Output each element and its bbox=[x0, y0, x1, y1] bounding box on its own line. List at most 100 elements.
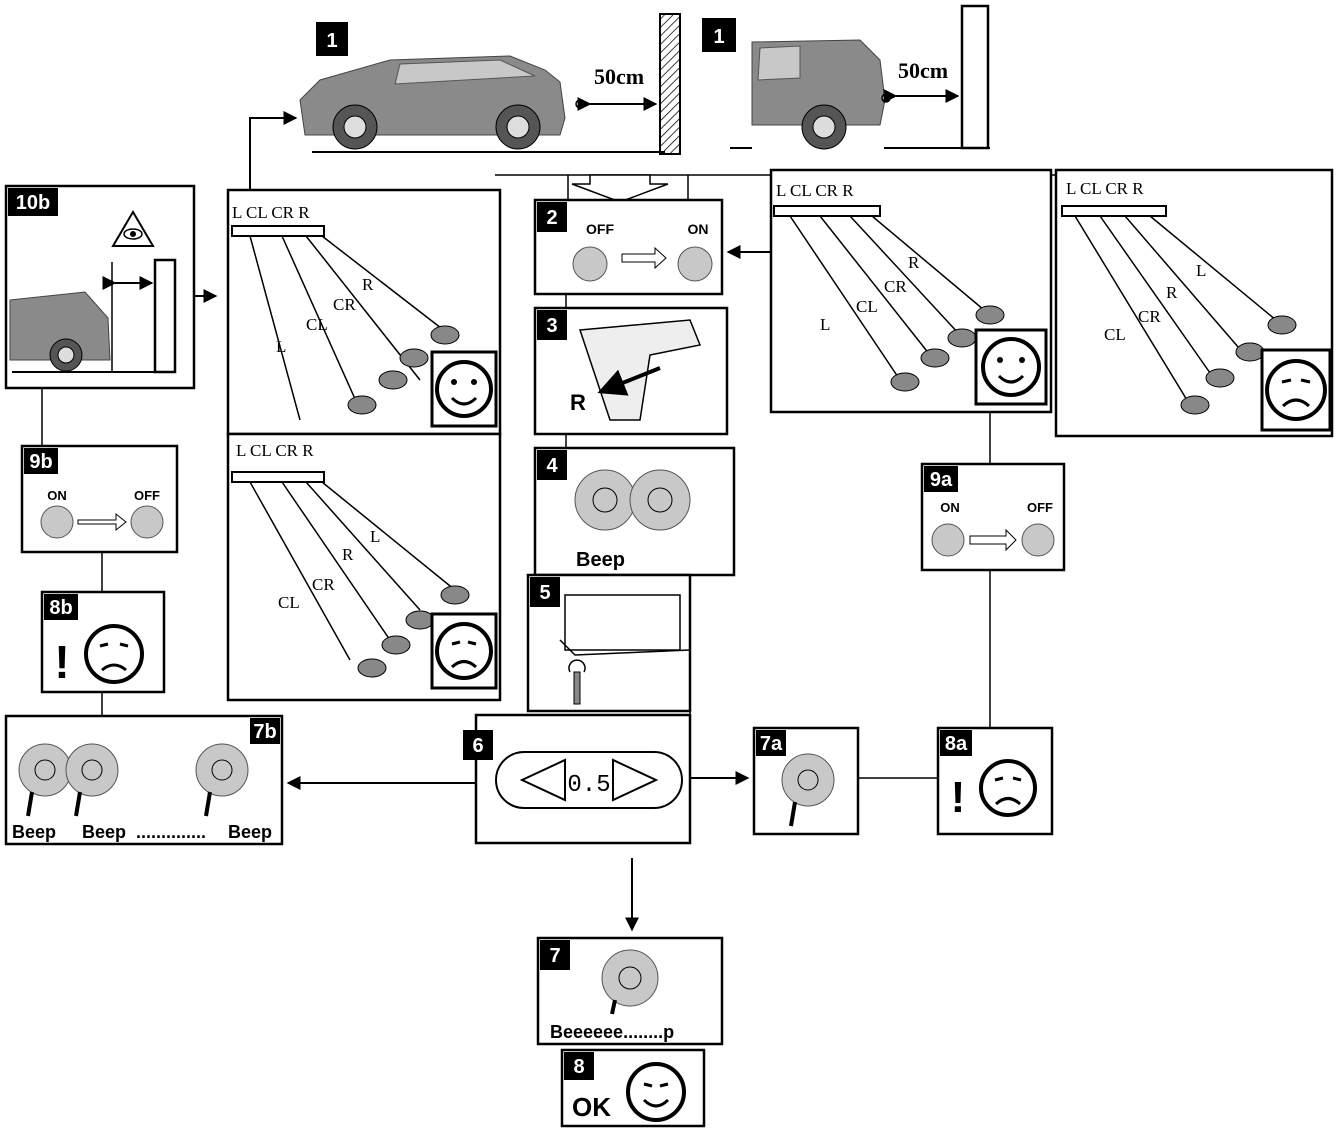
svg-text:L CL CR R: L CL CR R bbox=[776, 181, 854, 200]
sensor-panel-left-ok: L CL CR R L CL CR R bbox=[228, 190, 500, 434]
step-9b-panel: 9b ON OFF bbox=[22, 446, 177, 552]
svg-text:CL: CL bbox=[1104, 325, 1126, 344]
happy-face-icon bbox=[976, 330, 1046, 404]
step-4-panel: 4 Beep bbox=[535, 448, 734, 575]
svg-text:7b: 7b bbox=[253, 721, 276, 743]
step-1-panel: 1 50cm bbox=[300, 14, 680, 154]
svg-text:!: ! bbox=[951, 773, 966, 822]
svg-text:ON: ON bbox=[940, 500, 960, 515]
svg-text:CR: CR bbox=[333, 295, 356, 314]
svg-text:2: 2 bbox=[546, 207, 557, 229]
svg-text:L: L bbox=[370, 527, 380, 546]
svg-text:3: 3 bbox=[546, 315, 557, 337]
ignition-key-icon bbox=[131, 506, 163, 538]
wall bbox=[660, 14, 680, 154]
svg-text:CL: CL bbox=[306, 315, 328, 334]
svg-text:!: ! bbox=[54, 636, 69, 688]
distance-label: 50cm bbox=[898, 58, 948, 83]
svg-text:R: R bbox=[908, 253, 920, 272]
svg-text:Beep: Beep bbox=[12, 822, 56, 842]
step-badge: 7a bbox=[756, 730, 786, 756]
svg-text:1: 1 bbox=[326, 30, 337, 52]
step-3-panel: 3 R bbox=[535, 308, 727, 434]
svg-text:CL: CL bbox=[856, 297, 878, 316]
connector-block bbox=[232, 226, 324, 236]
svg-text:CR: CR bbox=[1138, 307, 1161, 326]
svg-text:..............: .............. bbox=[136, 822, 206, 842]
svg-text:L: L bbox=[820, 315, 830, 334]
connector-block bbox=[1062, 206, 1166, 216]
svg-text:L: L bbox=[1196, 261, 1206, 280]
connector-block bbox=[774, 206, 880, 216]
sensor-panel-right-ok: L CL CR R L CL CR R bbox=[771, 170, 1051, 412]
svg-text:7a: 7a bbox=[760, 733, 783, 755]
sensor-panel-right-fault: L CL CR R CL CR R L bbox=[1056, 170, 1332, 436]
svg-text:R: R bbox=[362, 275, 374, 294]
svg-text:OFF: OFF bbox=[586, 221, 614, 237]
svg-text:CR: CR bbox=[884, 277, 907, 296]
svg-text:7: 7 bbox=[549, 945, 560, 967]
sensor-panel-left-fault: L CL CR R CL CR R L bbox=[228, 434, 500, 700]
svg-text:R: R bbox=[1166, 283, 1178, 302]
svg-text:R: R bbox=[570, 390, 586, 415]
svg-text:ON: ON bbox=[688, 221, 709, 237]
svg-text:Beeeeee........p: Beeeeee........p bbox=[550, 1022, 674, 1042]
svg-text:ON: ON bbox=[47, 488, 67, 503]
control-unit-box bbox=[565, 595, 680, 650]
step-8b-panel: 8b ! bbox=[42, 592, 164, 692]
svg-text:OFF: OFF bbox=[1027, 500, 1053, 515]
ignition-key-icon bbox=[41, 506, 73, 538]
svg-text:8a: 8a bbox=[945, 733, 968, 755]
step-badge: 1 bbox=[702, 18, 736, 52]
svg-text:L: L bbox=[276, 337, 286, 356]
svg-text:10b: 10b bbox=[16, 192, 50, 214]
step-1b-panel: 1 50cm bbox=[702, 6, 990, 149]
step-badge: 10b bbox=[8, 188, 58, 216]
svg-text:9a: 9a bbox=[930, 469, 953, 491]
step-badge: 8b bbox=[44, 594, 78, 620]
svg-text:L CL CR R: L CL CR R bbox=[232, 203, 310, 222]
ignition-key-icon bbox=[932, 524, 964, 556]
step-badge: 1 bbox=[316, 22, 348, 56]
step-8a-panel: 8a ! bbox=[938, 728, 1052, 834]
step-badge: 9b bbox=[24, 448, 58, 474]
step-badge: 8 bbox=[564, 1052, 594, 1080]
svg-text:CL: CL bbox=[278, 593, 300, 612]
step-badge: 8a bbox=[940, 730, 972, 756]
step-badge: 6 bbox=[463, 730, 493, 760]
step-badge: 5 bbox=[530, 577, 560, 607]
distance-label: 50cm bbox=[594, 64, 644, 89]
step-badge: 2 bbox=[537, 202, 567, 232]
step-9a-panel: 9a ON OFF bbox=[922, 464, 1064, 570]
buzzer-icon bbox=[575, 470, 635, 530]
step-badge: 9a bbox=[924, 466, 958, 492]
svg-text:L CL CR R: L CL CR R bbox=[1066, 179, 1144, 198]
svg-text:CR: CR bbox=[312, 575, 335, 594]
step-badge: 3 bbox=[537, 310, 567, 340]
connector-block bbox=[232, 472, 324, 482]
step-6-panel: 6 0.5 bbox=[463, 715, 690, 843]
svg-text:OK: OK bbox=[572, 1092, 611, 1122]
wall bbox=[962, 6, 988, 148]
step-7b-panel: 7b Beep Beep .............. Beep bbox=[6, 716, 282, 844]
step-7a-panel: 7a bbox=[754, 728, 858, 834]
display-value: 0.5 bbox=[567, 772, 610, 799]
svg-text:1: 1 bbox=[713, 26, 724, 48]
step-10b-panel: 10b bbox=[6, 186, 194, 388]
svg-text:5: 5 bbox=[539, 582, 550, 604]
svg-text:Beep: Beep bbox=[576, 549, 625, 571]
sad-face-icon bbox=[1262, 350, 1330, 430]
step-badge: 4 bbox=[537, 450, 567, 480]
ignition-key-icon bbox=[678, 247, 712, 281]
car-illustration bbox=[300, 56, 584, 149]
svg-text:9b: 9b bbox=[29, 451, 52, 473]
svg-text:Beep: Beep bbox=[82, 822, 126, 842]
step-2-panel: 2 OFF ON bbox=[535, 200, 722, 294]
ignition-key-icon bbox=[573, 247, 607, 281]
sad-face-icon bbox=[432, 614, 496, 688]
step-badge: 7 bbox=[540, 940, 570, 970]
svg-text:8: 8 bbox=[573, 1056, 584, 1078]
svg-text:OFF: OFF bbox=[134, 488, 160, 503]
svg-text:4: 4 bbox=[546, 455, 558, 477]
